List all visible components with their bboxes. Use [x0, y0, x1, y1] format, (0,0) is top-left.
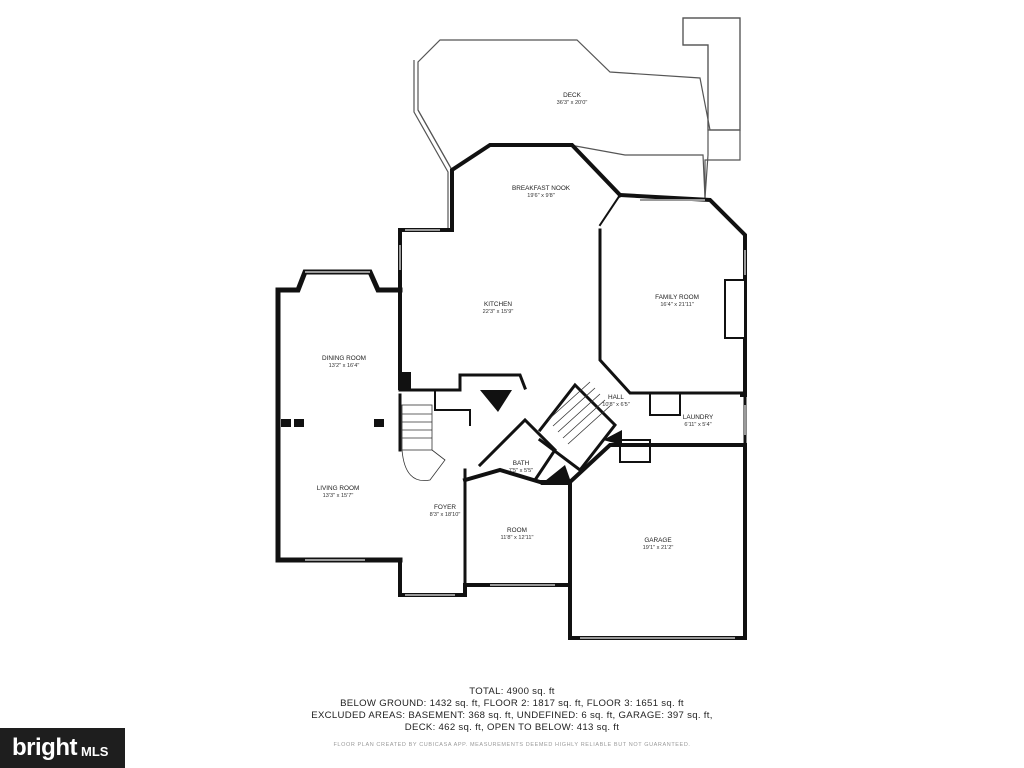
floor-areas: BELOW GROUND: 1432 sq. ft, FLOOR 2: 1817…	[340, 698, 684, 709]
total-area: TOTAL: 4900 sq. ft	[469, 686, 555, 697]
structural-posts	[281, 279, 746, 485]
foyer-name: FOYER	[434, 504, 456, 511]
dining-room-name: DINING ROOM	[322, 355, 366, 362]
walls	[275, 143, 747, 640]
floor-plan-drawing: DECK 36'3" x 20'0" BREAKFAST NOOK 19'6" …	[275, 17, 747, 640]
living-room-name: LIVING ROOM	[317, 485, 360, 492]
room-name: ROOM	[507, 527, 527, 534]
deck-name: DECK	[563, 92, 581, 99]
deck-dims: 36'3" x 20'0"	[557, 100, 588, 106]
logo-brand: bright	[12, 734, 77, 761]
deck-outline	[413, 17, 741, 228]
laundry-name: LAUNDRY	[683, 414, 714, 421]
room-labels: DECK 36'3" x 20'0" BREAKFAST NOOK 19'6" …	[317, 92, 714, 551]
foyer-dims: 8'3" x 18'10"	[430, 512, 461, 518]
breakfast-nook-dims: 19'6" x 9'8"	[527, 193, 555, 199]
family-room-name: FAMILY ROOM	[655, 294, 699, 301]
kitchen-dims: 22'3" x 15'9"	[483, 309, 514, 315]
family-room-dims: 16'4" x 21'11"	[660, 302, 693, 308]
dining-room-dims: 13'2" x 16'4"	[329, 363, 360, 369]
bath-name: BATH	[513, 460, 530, 467]
hall-name: HALL	[608, 394, 624, 401]
laundry-dims: 6'11" x 5'4"	[684, 422, 711, 428]
staircase	[401, 381, 611, 482]
bright-mls-logo: bright MLS	[0, 728, 125, 768]
hall-dims: 10'8" x 6'5"	[602, 402, 630, 408]
windows	[305, 199, 746, 639]
disclaimer: FLOOR PLAN CREATED BY CUBICASA APP. MEAS…	[333, 742, 691, 748]
garage-dims: 19'1" x 21'2"	[643, 545, 674, 551]
excluded-areas-line-2: DECK: 462 sq. ft, OPEN TO BELOW: 413 sq.…	[404, 722, 620, 733]
excluded-areas-line-1: EXCLUDED AREAS: BASEMENT: 368 sq. ft, UN…	[311, 710, 713, 721]
bath-dims: 7'5" x 5'5"	[509, 468, 533, 474]
logo-suffix: MLS	[80, 743, 109, 759]
garage-name: GARAGE	[644, 537, 671, 544]
room-dims: 11'8" x 12'11"	[501, 535, 534, 541]
breakfast-nook-name: BREAKFAST NOOK	[512, 185, 571, 192]
living-room-dims: 13'3" x 15'7"	[323, 493, 354, 499]
kitchen-name: KITCHEN	[484, 301, 512, 308]
